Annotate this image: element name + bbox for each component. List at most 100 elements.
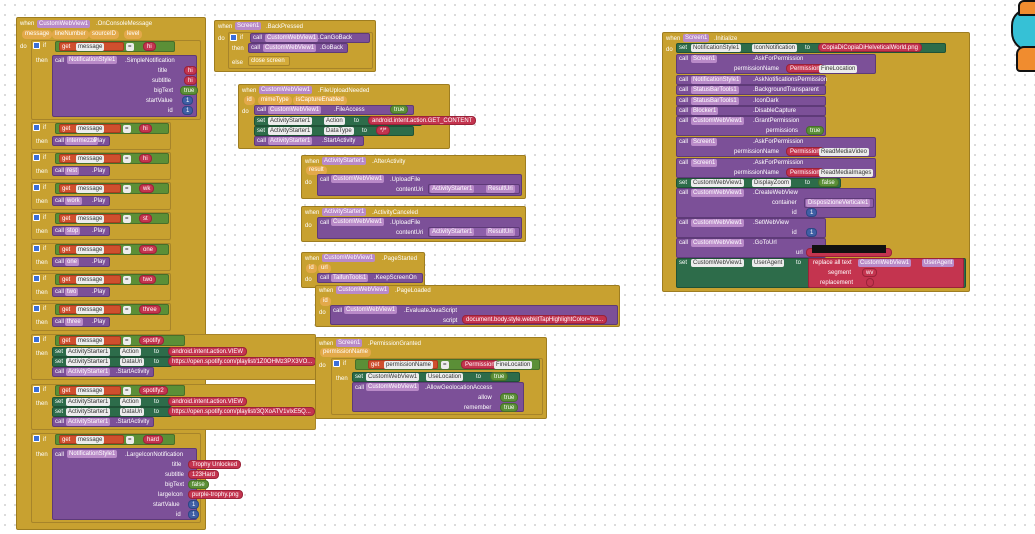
eq-dropdown[interactable]: =: [123, 276, 131, 284]
activity-component[interactable]: ActivityStarter1: [268, 137, 313, 145]
gear-icon[interactable]: [33, 184, 40, 191]
event-component-label[interactable]: CustomWebView1: [37, 20, 91, 28]
variable-dropdown[interactable]: message: [76, 387, 105, 395]
keep-screen-on-call[interactable]: [317, 273, 423, 283]
eq-dropdown[interactable]: =: [123, 155, 131, 163]
set-property-dropdown[interactable]: Action: [120, 398, 141, 406]
webview-component[interactable]: CustomWebView1: [344, 306, 398, 314]
eq-dropdown[interactable]: =: [123, 387, 131, 395]
set-value[interactable]: false: [818, 178, 839, 187]
container-name[interactable]: DisposizioneVerticale1: [806, 199, 871, 207]
call-component[interactable]: Screen1: [691, 159, 718, 167]
play-call[interactable]: [52, 257, 110, 267]
set-component-dropdown[interactable]: CustomWebView1: [366, 373, 420, 381]
eq-dropdown[interactable]: =: [123, 337, 131, 345]
call-component[interactable]: CustomWebView1: [691, 239, 745, 247]
action-value[interactable]: android.intent.action.GET_CONTENT: [368, 116, 477, 125]
call-component[interactable]: Blocker1: [691, 107, 719, 115]
activity-component[interactable]: ActivityStarter1: [66, 368, 111, 376]
param-permissionname[interactable]: permissionName: [320, 348, 372, 357]
player-component[interactable]: work: [65, 197, 82, 205]
param-id[interactable]: id: [306, 264, 317, 273]
variable-dropdown[interactable]: message: [76, 276, 105, 284]
access-value[interactable]: true: [390, 105, 409, 114]
gear-icon[interactable]: [33, 214, 40, 221]
param-id[interactable]: id: [320, 297, 331, 306]
set-property-dropdown[interactable]: Action: [120, 348, 141, 356]
set-component-dropdown[interactable]: ActivityStarter1: [66, 408, 111, 416]
event-component-label[interactable]: ActivityStarter1: [322, 208, 367, 216]
gear-icon[interactable]: [33, 154, 40, 161]
player-component[interactable]: intermezzo: [65, 137, 99, 145]
text-test-value[interactable]: spotify2: [139, 386, 168, 395]
set-component-dropdown[interactable]: CustomWebView1: [691, 259, 745, 267]
arg-id-value[interactable]: 1: [188, 510, 200, 519]
event-component-label[interactable]: CustomWebView1: [336, 286, 390, 294]
text-test-value[interactable]: spotify: [139, 336, 165, 345]
play-call[interactable]: [52, 166, 110, 176]
arg-bigtext-value[interactable]: false: [188, 480, 209, 489]
gear-icon[interactable]: [33, 305, 40, 312]
set-component-dropdown[interactable]: CustomWebView1: [691, 179, 745, 187]
player-component[interactable]: stop: [65, 227, 81, 235]
variable-dropdown[interactable]: message: [76, 155, 105, 163]
set-property-dropdown[interactable]: DataUri: [120, 358, 145, 366]
gear-icon[interactable]: [230, 34, 237, 41]
replace-property[interactable]: UserAgent: [922, 259, 955, 267]
permission-dropdown[interactable]: ReadMediaVideo: [819, 148, 869, 156]
set-component-dropdown[interactable]: ActivityStarter1: [66, 358, 111, 366]
call-backgroundtransparent[interactable]: [676, 85, 826, 95]
param-level[interactable]: level: [124, 30, 143, 39]
event-component-label[interactable]: CustomWebView1: [259, 86, 313, 94]
eq-dropdown[interactable]: =: [126, 43, 134, 51]
call-component[interactable]: StatusBarTools1: [691, 86, 739, 94]
call-disablecapture[interactable]: [676, 106, 826, 116]
param-linenumber[interactable]: lineNumber: [52, 30, 89, 39]
set-property-dropdown[interactable]: DisplayZoom: [752, 179, 792, 187]
param-sourceid[interactable]: sourceID: [89, 30, 120, 39]
player-component[interactable]: one: [65, 258, 80, 266]
variable-dropdown[interactable]: message: [76, 125, 105, 133]
variable-dropdown[interactable]: message: [76, 43, 105, 51]
gear-icon[interactable]: [33, 275, 40, 282]
set-component-dropdown[interactable]: ActivityStarter1: [66, 398, 111, 406]
remember-value[interactable]: true: [500, 403, 519, 412]
webview-component[interactable]: CustomWebView1: [331, 218, 385, 226]
arg-title-value[interactable]: Trophy Unlocked: [188, 460, 242, 469]
variable-dropdown[interactable]: message: [76, 246, 105, 254]
arg-value[interactable]: true: [806, 126, 825, 135]
gear-icon[interactable]: [33, 336, 40, 343]
event-component-label[interactable]: CustomWebView1: [322, 254, 376, 262]
set-property-dropdown[interactable]: IconNotification: [752, 44, 798, 52]
variable-dropdown[interactable]: message: [76, 436, 105, 444]
action-value[interactable]: android.intent.action.VIEW: [168, 397, 248, 406]
param-iscaptureenabled[interactable]: isCaptureEnabled: [293, 96, 347, 105]
set-component-dropdown[interactable]: ActivityStarter1: [268, 127, 313, 135]
close-screen-block[interactable]: [248, 56, 290, 66]
webview-component[interactable]: CustomWebView1: [366, 383, 420, 391]
text-hard[interactable]: hard: [143, 435, 164, 444]
arg-bigtext-value[interactable]: true: [180, 86, 199, 95]
permission-dropdown[interactable]: FineLocation: [819, 65, 858, 73]
variable-dropdown[interactable]: message: [76, 185, 105, 193]
text-hi[interactable]: hi: [143, 42, 156, 51]
gear-icon[interactable]: [33, 245, 40, 252]
variable-dropdown[interactable]: message: [76, 306, 105, 314]
text-test-value[interactable]: hi: [139, 154, 152, 163]
event-component-label[interactable]: Screen1: [336, 339, 363, 347]
arg-id-value[interactable]: 1: [182, 106, 194, 115]
eq-dropdown[interactable]: =: [126, 436, 134, 444]
segment-value[interactable]: wv: [862, 268, 878, 277]
variable-dropdown[interactable]: message: [76, 337, 105, 345]
arg-subtitle-value[interactable]: 123Hard: [188, 470, 220, 479]
text-test-value[interactable]: wk: [139, 184, 155, 193]
call-component[interactable]: CustomWebView1: [691, 219, 745, 227]
permission-dropdown[interactable]: ReadMediaImages: [819, 169, 874, 177]
set-component-dropdown[interactable]: ActivityStarter1: [268, 117, 313, 125]
access-component[interactable]: CustomWebView1: [268, 106, 322, 114]
arg-startvalue-value[interactable]: 1: [182, 96, 194, 105]
param-mimetype[interactable]: mimeType: [258, 96, 292, 105]
arg-largeicon-value[interactable]: purple-trophy.png: [188, 490, 243, 499]
simple-notification-call[interactable]: [52, 55, 197, 117]
set-property-dropdown[interactable]: UseLocation: [426, 373, 464, 381]
